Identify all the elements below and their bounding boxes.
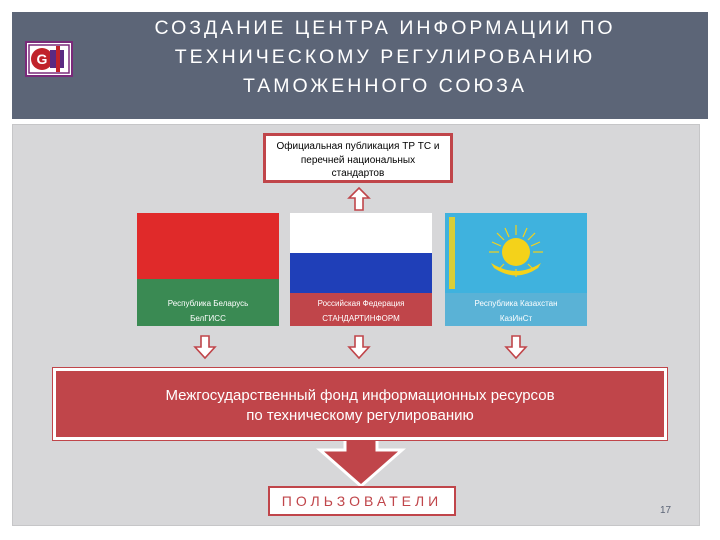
flag-country: Республика Беларусь xyxy=(167,299,249,308)
kazakhstan-flag-card: Республика Казахстан КазИнСт xyxy=(445,213,587,326)
fund-line: Межгосударственный фонд информационных р… xyxy=(165,387,555,404)
title-line: ТАМОЖЕННОГО СОЮЗА xyxy=(243,75,527,97)
flag-org: СТАНДАРТИНФОРМ xyxy=(322,314,400,323)
publication-line: перечней национальных xyxy=(300,154,416,166)
big-down-arrow-icon xyxy=(316,434,406,488)
up-arrow-icon xyxy=(347,186,371,211)
flag-country: Республика Казахстан xyxy=(474,299,558,308)
russia-flag xyxy=(290,213,432,293)
down-arrow-icon xyxy=(347,335,371,360)
interstate-fund-box: Межгосударственный фонд информационных р… xyxy=(53,368,667,440)
publication-box: Официальная публикация ТР ТС и перечней … xyxy=(263,133,453,183)
flag-country: Российская Федерация xyxy=(317,299,405,308)
slide-header xyxy=(12,12,708,119)
slide-title: СОЗДАНИЕ ЦЕНТРА ИНФОРМАЦИИ ПО ТЕХНИЧЕСКО… xyxy=(90,14,680,101)
flag-caption: Республика Казахстан КазИнСт xyxy=(445,293,587,326)
organization-logo: G xyxy=(25,41,73,77)
down-arrow-icon xyxy=(504,335,528,360)
down-arrow-icon xyxy=(193,335,217,360)
belarus-flag-card: Республика Беларусь БелГИСС xyxy=(137,213,279,326)
publication-line: Официальная публикация ТР ТС и xyxy=(276,141,440,152)
title-line: СОЗДАНИЕ ЦЕНТРА ИНФОРМАЦИИ ПО xyxy=(154,17,616,39)
fund-line: по техническому регулированию xyxy=(246,407,474,424)
russia-flag-card: Российская Федерация СТАНДАРТИНФОРМ xyxy=(290,213,432,326)
svg-text:G: G xyxy=(37,51,48,67)
publication-line: стандартов xyxy=(331,168,385,179)
kazakhstan-flag xyxy=(445,213,587,293)
flag-org: БелГИСС xyxy=(190,314,226,323)
flag-org: КазИнСт xyxy=(499,314,533,323)
page-number: 17 xyxy=(660,505,672,516)
flag-caption: Российская Федерация СТАНДАРТИНФОРМ xyxy=(290,293,432,326)
flag-caption: Республика Беларусь БелГИСС xyxy=(137,293,279,326)
users-box: ПОЛЬЗОВАТЕЛИ xyxy=(268,486,456,516)
title-line: ТЕХНИЧЕСКОМУ РЕГУЛИРОВАНИЮ xyxy=(174,46,596,68)
belarus-flag xyxy=(137,213,279,293)
